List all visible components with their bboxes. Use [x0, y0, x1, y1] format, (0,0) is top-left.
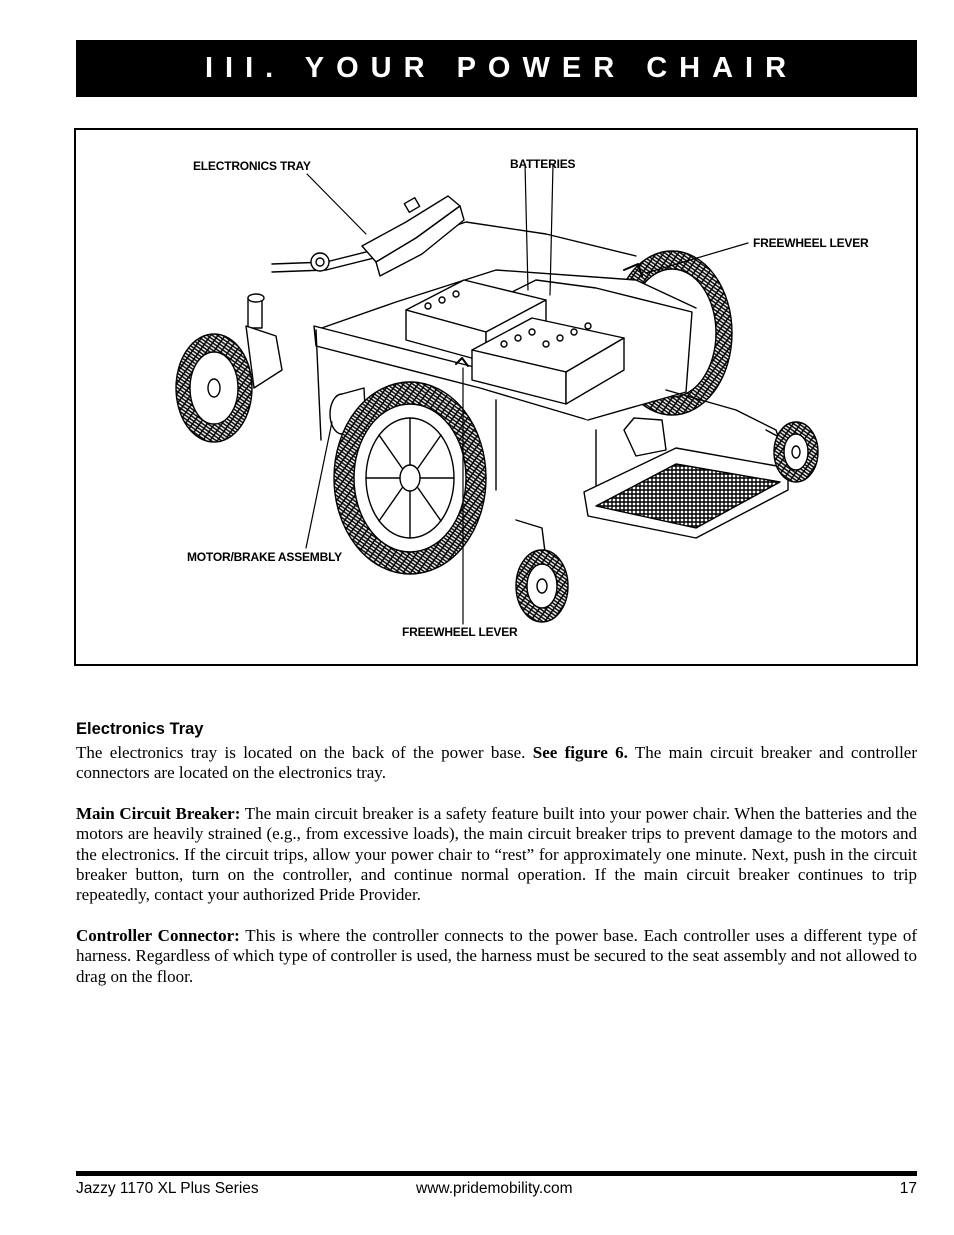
footer-page-number: 17 [899, 1180, 917, 1197]
callout-leader-lines [305, 163, 749, 625]
controller-connector-heading: Controller Connector: [76, 926, 240, 945]
rear-caster-wheel-icon [175, 293, 283, 443]
section-header-title: III. YOUR POWER CHAIR [204, 52, 799, 84]
controller-connector-text: This is where the controller connects to… [76, 926, 917, 986]
callout-freewheel-lever-bottom: FREEWHEEL LEVER [402, 625, 518, 639]
footer-website: www.pridemobility.com [416, 1180, 573, 1197]
paragraph-controller-connector: Controller Connector: This is where the … [76, 926, 917, 987]
paragraph-main-circuit-breaker: Main Circuit Breaker: The main circuit b… [76, 804, 917, 905]
electronics-tray-icon [310, 195, 465, 277]
power-chair-illustration [175, 163, 819, 625]
section-title: Electronics Tray [76, 720, 204, 738]
footer-model-name: Jazzy 1170 XL Plus Series [76, 1180, 259, 1197]
section-header-banner: III. YOUR POWER CHAIR [76, 40, 917, 97]
paragraph-intro: The electronics tray is located on the b… [76, 743, 917, 784]
footplate-icon [583, 447, 789, 539]
front-right-caster-icon [765, 421, 819, 483]
main-circuit-breaker-text: The main circuit breaker is a safety fea… [76, 804, 917, 905]
power-chair-figure: ELECTRONICS TRAY BATTERIES FREEWHEEL LEV… [74, 128, 918, 666]
callout-batteries: BATTERIES [510, 157, 576, 171]
paragraph-intro-text-b: The main circuit breaker and controller … [76, 743, 918, 783]
figure-reference: See figure 6. [532, 743, 628, 762]
callout-electronics-tray: ELECTRONICS TRAY [193, 159, 311, 173]
callout-motor-brake-assembly: MOTOR/BRAKE ASSEMBLY [187, 550, 342, 564]
footer-rule [76, 1171, 917, 1176]
batteries-icon [405, 279, 625, 405]
callout-freewheel-lever-right: FREEWHEEL LEVER [753, 236, 869, 250]
front-left-caster-icon [515, 519, 569, 623]
left-drive-wheel-icon [333, 381, 487, 575]
main-circuit-breaker-heading: Main Circuit Breaker: [76, 804, 241, 823]
paragraph-intro-text-a: The electronics tray is located on the b… [76, 743, 533, 762]
